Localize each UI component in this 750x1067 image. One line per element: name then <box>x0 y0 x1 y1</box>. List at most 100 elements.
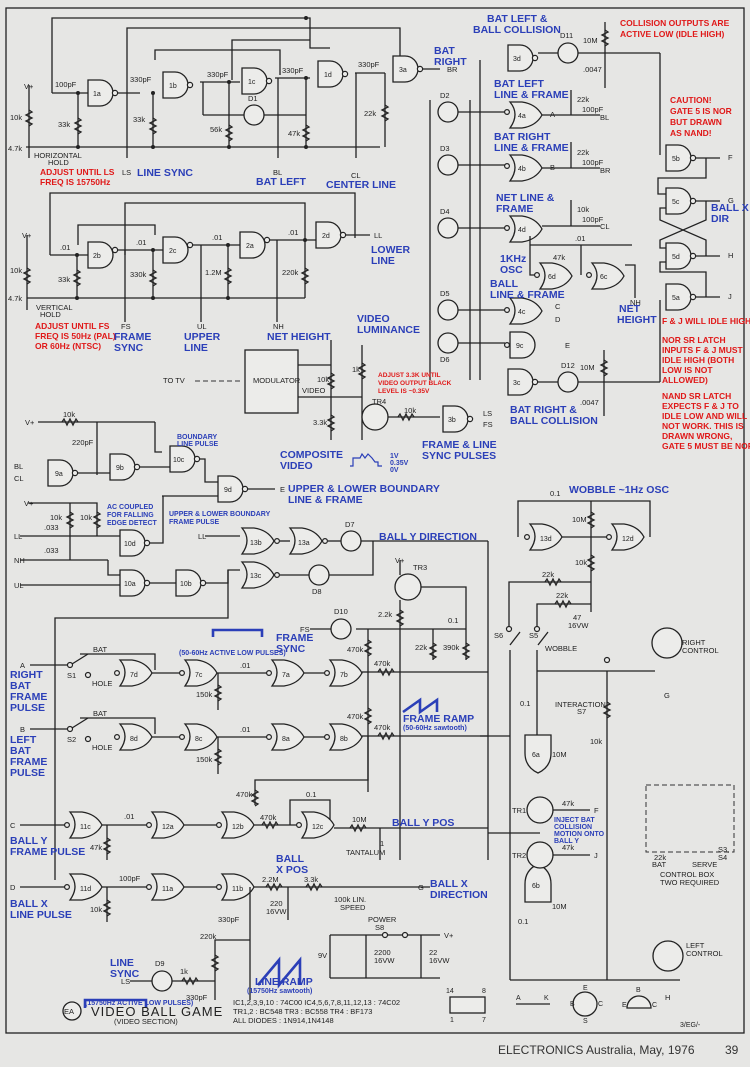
frame-ramp-text: TR3 V+ 2.2k D10 FS 0.1 22k 390k 470k 470… <box>179 556 474 732</box>
gate-label: 10d <box>124 541 136 548</box>
switch-label: HOLE <box>92 679 112 688</box>
publication-footer: ELECTRONICS Australia, May, 1976 <box>498 1043 695 1057</box>
ac-coupled-note: AC COUPLED <box>107 504 153 511</box>
line-ramp-label: (15750Hz sawtooth) <box>247 988 312 995</box>
horizontal-oscillator <box>24 16 440 158</box>
annotation: NET LINE & <box>496 192 555 204</box>
power-switch-s8[interactable] <box>381 931 389 939</box>
ball-y-pulse-label: FRAME PULSE <box>10 846 85 858</box>
caution-note: BUT DRAWN <box>670 117 722 127</box>
latch-note: NOR SR LATCH <box>662 335 726 345</box>
transistor-tr3 <box>394 573 422 601</box>
r-label: 220k <box>282 268 299 277</box>
gate-13d <box>528 523 563 551</box>
gate-label: 7b <box>340 672 348 679</box>
switch-s7[interactable] <box>603 656 611 664</box>
gate-6a <box>524 734 552 774</box>
gate-label: 3c <box>513 380 521 387</box>
switch-label: S7 <box>577 707 586 716</box>
power-supply <box>329 931 440 979</box>
gate-label: 5d <box>672 254 680 261</box>
switch-s5[interactable] <box>533 625 541 633</box>
r-label: 4.7k <box>8 294 22 303</box>
diode-d5 <box>437 299 459 321</box>
signal-label: BL <box>14 462 23 471</box>
level-label: 1V <box>390 453 399 460</box>
latch-note: GATE 5 MUST BE NOR <box>662 441 750 451</box>
r-label: 10k <box>317 375 329 384</box>
signal-label: B <box>20 725 25 734</box>
ball-y-direction-label: BALL Y DIRECTION <box>379 531 477 543</box>
r-label: 3.3k <box>313 418 327 427</box>
bat-pulses <box>30 653 368 774</box>
gate-label: 6d <box>548 274 556 281</box>
gate-label: 7a <box>282 672 290 679</box>
gate-2b <box>87 241 114 269</box>
gate-label: 9a <box>55 471 63 478</box>
resistor <box>24 109 34 127</box>
level-label: 0.35V <box>390 460 409 467</box>
gate-label: 8c <box>195 736 203 743</box>
gate-label: 7d <box>130 672 138 679</box>
to-tv-label: TO TV <box>163 376 185 385</box>
gate-label: 8d <box>130 736 138 743</box>
net-height-label: NET HEIGHT <box>267 331 331 343</box>
switch-s6[interactable] <box>505 625 513 633</box>
signal-label: LL <box>14 532 22 541</box>
c-label: .0047 <box>583 65 602 74</box>
r-label: 150k <box>196 690 213 699</box>
diode-d2 <box>437 101 459 123</box>
r-label: 47k <box>562 799 574 808</box>
gate-11c <box>68 811 103 839</box>
right-control-connector[interactable] <box>651 627 683 659</box>
signal-label: BL <box>273 168 282 177</box>
collision-logic <box>429 22 720 416</box>
right-bat-pulse-label: BAT <box>10 680 31 692</box>
c-label: 330pF <box>282 66 304 75</box>
gate-label: 9b <box>116 465 124 472</box>
gate-label: 1a <box>93 91 101 98</box>
signal-label: C <box>10 821 16 830</box>
r-label: 22k <box>415 643 427 652</box>
vertical-oscillator <box>22 192 370 322</box>
r-label: 10M <box>352 815 367 824</box>
ball-y-direction <box>20 496 489 880</box>
d-label: D5 <box>440 289 450 298</box>
r-label: 47k <box>553 253 565 262</box>
signal-label: BR <box>447 65 458 74</box>
gate-7a <box>270 659 305 687</box>
signal-label: LS <box>483 409 492 418</box>
luminance-label: LUMINANCE <box>357 324 420 336</box>
gate-label: 11d <box>80 886 91 893</box>
gate-2a <box>239 231 266 259</box>
r-label: 150k <box>196 755 213 764</box>
signal-label: FS <box>483 420 493 429</box>
switch-s1[interactable] <box>66 661 74 669</box>
switch-s2[interactable] <box>66 725 74 733</box>
ic-list: TR1,2 : BC548 TR3 : BC558 TR4 : BF173 <box>233 1007 372 1016</box>
boundary-text: V+ 10k 220pF BL CL 9a 9b 10c 9d E BOUNDA… <box>14 410 440 506</box>
r-label: 47k <box>288 129 300 138</box>
annotation: BALL COLLISION <box>510 415 598 427</box>
ic-list: IC1,2,3,9,10 : 74C00 IC4,5,6,7,8,11,12,1… <box>233 998 400 1007</box>
c-label: 1 <box>380 839 384 848</box>
hold-label: HOLD <box>48 158 69 167</box>
figure-subtitle: (VIDEO SECTION) <box>114 1017 178 1026</box>
left-control-connector[interactable] <box>652 940 684 972</box>
c-label: .01 <box>60 243 70 252</box>
sync-pulses-label: SYNC PULSES <box>422 450 496 462</box>
composite-video-label: VIDEO <box>280 460 313 472</box>
frame-sync-pulses-label: (50-60Hz ACTIVE LOW PULSES) <box>179 650 286 657</box>
gate-label: 3b <box>448 417 456 424</box>
signal-label: A <box>20 661 25 670</box>
r-label: 10M <box>552 750 567 759</box>
signal-label: F <box>594 806 599 815</box>
video-output <box>195 340 474 467</box>
ball-y-pos-label: BALL Y POS <box>392 817 454 829</box>
gate-8a <box>270 723 305 751</box>
gate-4b <box>508 154 543 182</box>
gate-4a <box>508 101 543 129</box>
gate-label: 11c <box>80 824 91 831</box>
gate-12d <box>610 523 645 551</box>
